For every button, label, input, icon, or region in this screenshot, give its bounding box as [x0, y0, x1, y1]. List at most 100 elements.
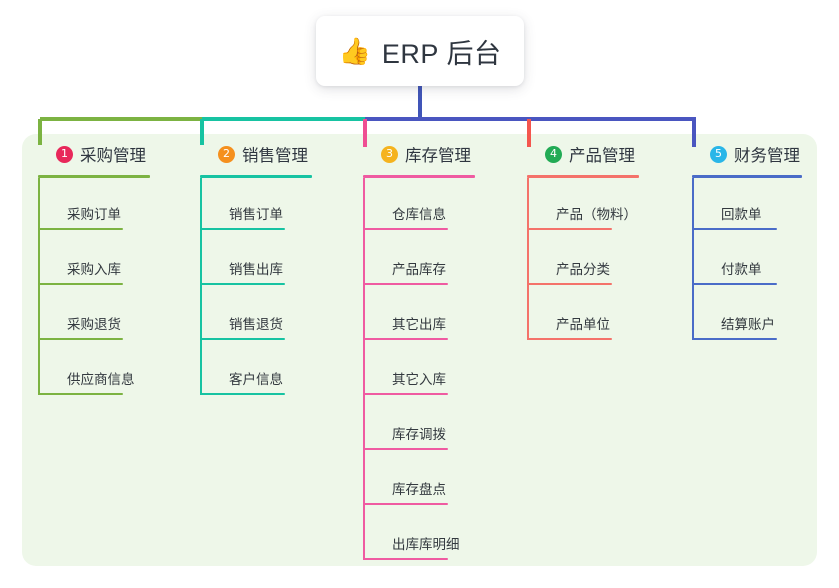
root-title: ERP 后台	[381, 38, 502, 69]
leaf-label: 库存调拨	[392, 427, 446, 442]
leaf-underline	[363, 283, 448, 285]
leaf-label: 产品分类	[556, 262, 610, 277]
branch-header-2[interactable]: 2 销售管理	[200, 141, 350, 167]
leaf-label: 库存盘点	[392, 482, 446, 497]
leaf-item[interactable]: 产品单位	[527, 285, 652, 340]
leaf-label: 销售出库	[229, 262, 283, 277]
branch-badge-1: 1	[56, 145, 73, 163]
leaf-spine-2	[200, 178, 202, 395]
leaf-underline	[692, 283, 777, 285]
branch-title-4: 产品管理	[569, 147, 635, 165]
leaf-list-3: 仓库信息产品库存其它出库其它入库库存调拨库存盘点出库库明细	[363, 178, 513, 560]
leaf-list-1: 采购订单采购入库采购退货供应商信息	[38, 178, 188, 395]
branch-column-5: 5 财务管理回款单付款单结算账户	[692, 141, 832, 340]
branch-header-1[interactable]: 1 采购管理	[38, 141, 188, 167]
branch-underline-5	[692, 175, 802, 178]
leaf-underline	[38, 393, 123, 395]
branch-badge-4: 4	[545, 145, 562, 163]
leaf-label: 销售订单	[229, 207, 283, 222]
diagram-panel	[22, 134, 817, 566]
leaf-underline	[527, 338, 612, 340]
leaf-underline	[38, 228, 123, 230]
leaf-item[interactable]: 产品（物料）	[527, 178, 652, 230]
branch-underline-4	[527, 175, 639, 178]
leaf-underline	[38, 338, 123, 340]
leaf-label: 销售退货	[229, 317, 283, 332]
leaf-label: 付款单	[721, 262, 762, 277]
branch-title-3: 库存管理	[405, 147, 471, 165]
leaf-item[interactable]: 仓库信息	[363, 178, 488, 230]
leaf-item[interactable]: 付款单	[692, 230, 817, 285]
branch-underline-1	[38, 175, 150, 178]
leaf-item[interactable]: 销售退货	[200, 285, 325, 340]
branch-header-5[interactable]: 5 财务管理	[692, 141, 832, 167]
leaf-underline	[38, 283, 123, 285]
leaf-label: 其它入库	[392, 372, 446, 387]
leaf-label: 回款单	[721, 207, 762, 222]
leaf-label: 产品库存	[392, 262, 446, 277]
leaf-label: 采购入库	[67, 262, 121, 277]
branch-column-3: 3 库存管理仓库信息产品库存其它出库其它入库库存调拨库存盘点出库库明细	[363, 141, 513, 560]
leaf-underline	[363, 448, 448, 450]
branch-header-3[interactable]: 3 库存管理	[363, 141, 513, 167]
leaf-label: 其它出库	[392, 317, 446, 332]
leaf-label: 结算账户	[721, 317, 775, 332]
leaf-underline	[692, 338, 777, 340]
leaf-item[interactable]: 出库库明细	[363, 505, 488, 560]
branch-underline-2	[200, 175, 312, 178]
branch-column-2: 2 销售管理销售订单销售出库销售退货客户信息	[200, 141, 350, 395]
leaf-item[interactable]: 供应商信息	[38, 340, 163, 395]
leaf-label: 客户信息	[229, 372, 283, 387]
leaf-item[interactable]: 销售订单	[200, 178, 325, 230]
leaf-item[interactable]: 库存调拨	[363, 395, 488, 450]
branch-badge-3: 3	[381, 145, 398, 163]
leaf-label: 产品单位	[556, 317, 610, 332]
leaf-item[interactable]: 客户信息	[200, 340, 325, 395]
branch-header-4[interactable]: 4 产品管理	[527, 141, 677, 167]
leaf-underline	[200, 338, 285, 340]
leaf-underline	[363, 393, 448, 395]
leaf-underline	[200, 393, 285, 395]
branch-badge-2: 2	[218, 145, 235, 163]
leaf-label: 采购退货	[67, 317, 121, 332]
leaf-spine-5	[692, 178, 694, 340]
leaf-underline	[363, 228, 448, 230]
leaf-underline	[200, 283, 285, 285]
leaf-item[interactable]: 采购订单	[38, 178, 163, 230]
branch-title-1: 采购管理	[80, 147, 146, 165]
leaf-item[interactable]: 采购入库	[38, 230, 163, 285]
branch-column-4: 4 产品管理产品（物料） 产品分类产品单位	[527, 141, 677, 340]
leaf-item[interactable]: 库存盘点	[363, 450, 488, 505]
leaf-spine-1	[38, 178, 40, 395]
branch-title-2: 销售管理	[242, 147, 308, 165]
leaf-list-2: 销售订单销售出库销售退货客户信息	[200, 178, 350, 395]
branch-underline-3	[363, 175, 475, 178]
leaf-underline	[692, 228, 777, 230]
leaf-underline	[527, 228, 612, 230]
leaf-item[interactable]: 产品库存	[363, 230, 488, 285]
thumbs-up-icon: 👍	[338, 36, 371, 66]
leaf-underline	[363, 558, 448, 560]
leaf-label: 仓库信息	[392, 207, 446, 222]
leaf-item[interactable]: 其它出库	[363, 285, 488, 340]
root-node[interactable]: 👍 ERP 后台	[316, 16, 524, 86]
leaf-underline	[363, 503, 448, 505]
leaf-list-5: 回款单付款单结算账户	[692, 178, 832, 340]
branch-badge-5: 5	[710, 145, 727, 163]
leaf-label: 采购订单	[67, 207, 121, 222]
leaf-item[interactable]: 回款单	[692, 178, 817, 230]
leaf-spine-4	[527, 178, 529, 340]
branch-column-1: 1 采购管理采购订单采购入库采购退货供应商信息	[38, 141, 188, 395]
leaf-item[interactable]: 产品分类	[527, 230, 652, 285]
leaf-label: 供应商信息	[67, 372, 135, 387]
leaf-underline	[527, 283, 612, 285]
leaf-label: 产品（物料）	[556, 207, 637, 222]
leaf-label: 出库库明细	[392, 537, 460, 552]
leaf-item[interactable]: 采购退货	[38, 285, 163, 340]
branch-title-5: 财务管理	[734, 147, 800, 165]
leaf-underline	[200, 228, 285, 230]
leaf-item[interactable]: 销售出库	[200, 230, 325, 285]
leaf-item[interactable]: 结算账户	[692, 285, 817, 340]
leaf-item[interactable]: 其它入库	[363, 340, 488, 395]
